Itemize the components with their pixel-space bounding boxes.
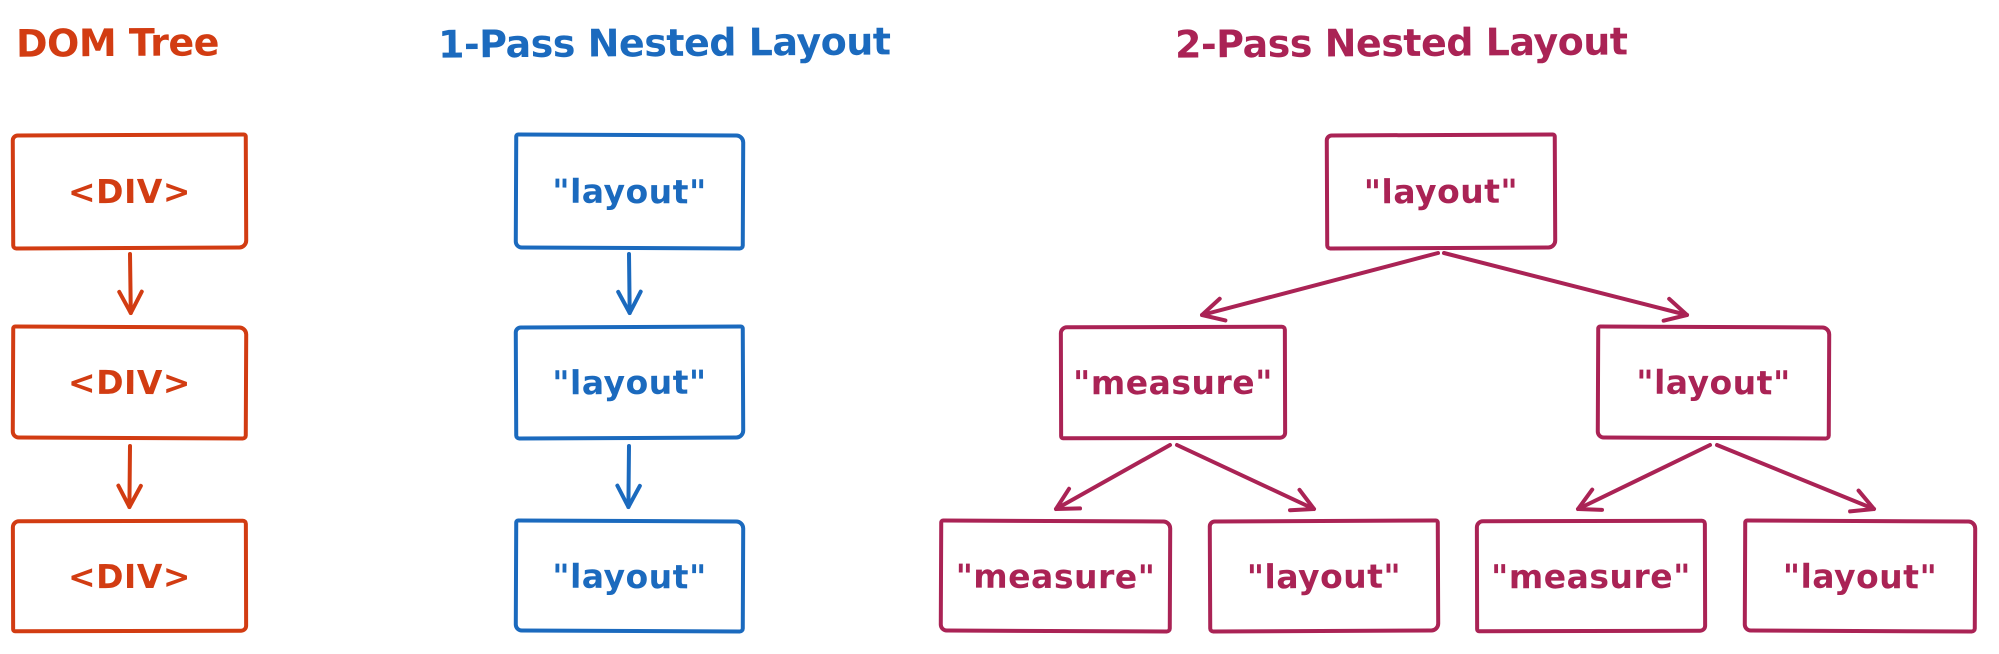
node-label: "layout" [552,171,707,212]
node-label: "layout" [1636,362,1791,403]
node-2pass-leaf-measure-1: "measure" [938,518,1173,634]
arrow-dom-2-3 [116,444,143,509]
title-dom-tree: DOM Tree [15,20,220,66]
arrow-2pass-layout-measure [1576,443,1712,512]
node-label: "measure" [955,556,1156,596]
title-2pass-nested-layout: 2-Pass Nested Layout [1174,19,1628,67]
arrow-1pass-2-3 [615,444,642,509]
node-dom-div-3: <DIV> [10,518,249,634]
node-2pass-mid-layout: "layout" [1595,324,1832,441]
arrow-1pass-1-2 [616,252,643,315]
arrow-dom-1-2 [117,252,144,315]
node-2pass-leaf-layout-1: "layout" [1207,518,1441,634]
arrow-2pass-measure-measure [1054,443,1172,511]
arrow-2pass-root-measure [1200,251,1440,323]
node-label: <DIV> [67,362,192,403]
node-label: "layout" [552,556,707,596]
node-1pass-layout-2: "layout" [513,324,746,441]
node-1pass-layout-1: "layout" [513,132,746,251]
node-label: "measure" [1073,362,1273,403]
node-dom-div-1: <DIV> [10,132,249,251]
node-1pass-layout-3: "layout" [513,518,746,634]
arrow-2pass-layout-layout [1715,443,1876,514]
node-label: "layout" [1363,171,1519,212]
node-2pass-mid-measure: "measure" [1058,324,1288,441]
title-1pass-nested-layout: 1-Pass Nested Layout [437,19,891,67]
arrow-2pass-measure-layout [1175,443,1316,513]
node-label: "layout" [1246,556,1402,596]
node-label: "layout" [1782,556,1938,596]
node-label: <DIV> [67,171,192,212]
node-dom-div-2: <DIV> [10,324,249,441]
arrow-2pass-root-layout [1442,251,1689,323]
node-label: "layout" [552,362,707,403]
node-2pass-leaf-measure-2: "measure" [1474,518,1708,634]
node-2pass-root-layout: "layout" [1324,132,1558,251]
node-2pass-leaf-layout-2: "layout" [1742,518,1978,634]
node-label: <DIV> [67,556,192,596]
node-label: "measure" [1491,556,1691,596]
